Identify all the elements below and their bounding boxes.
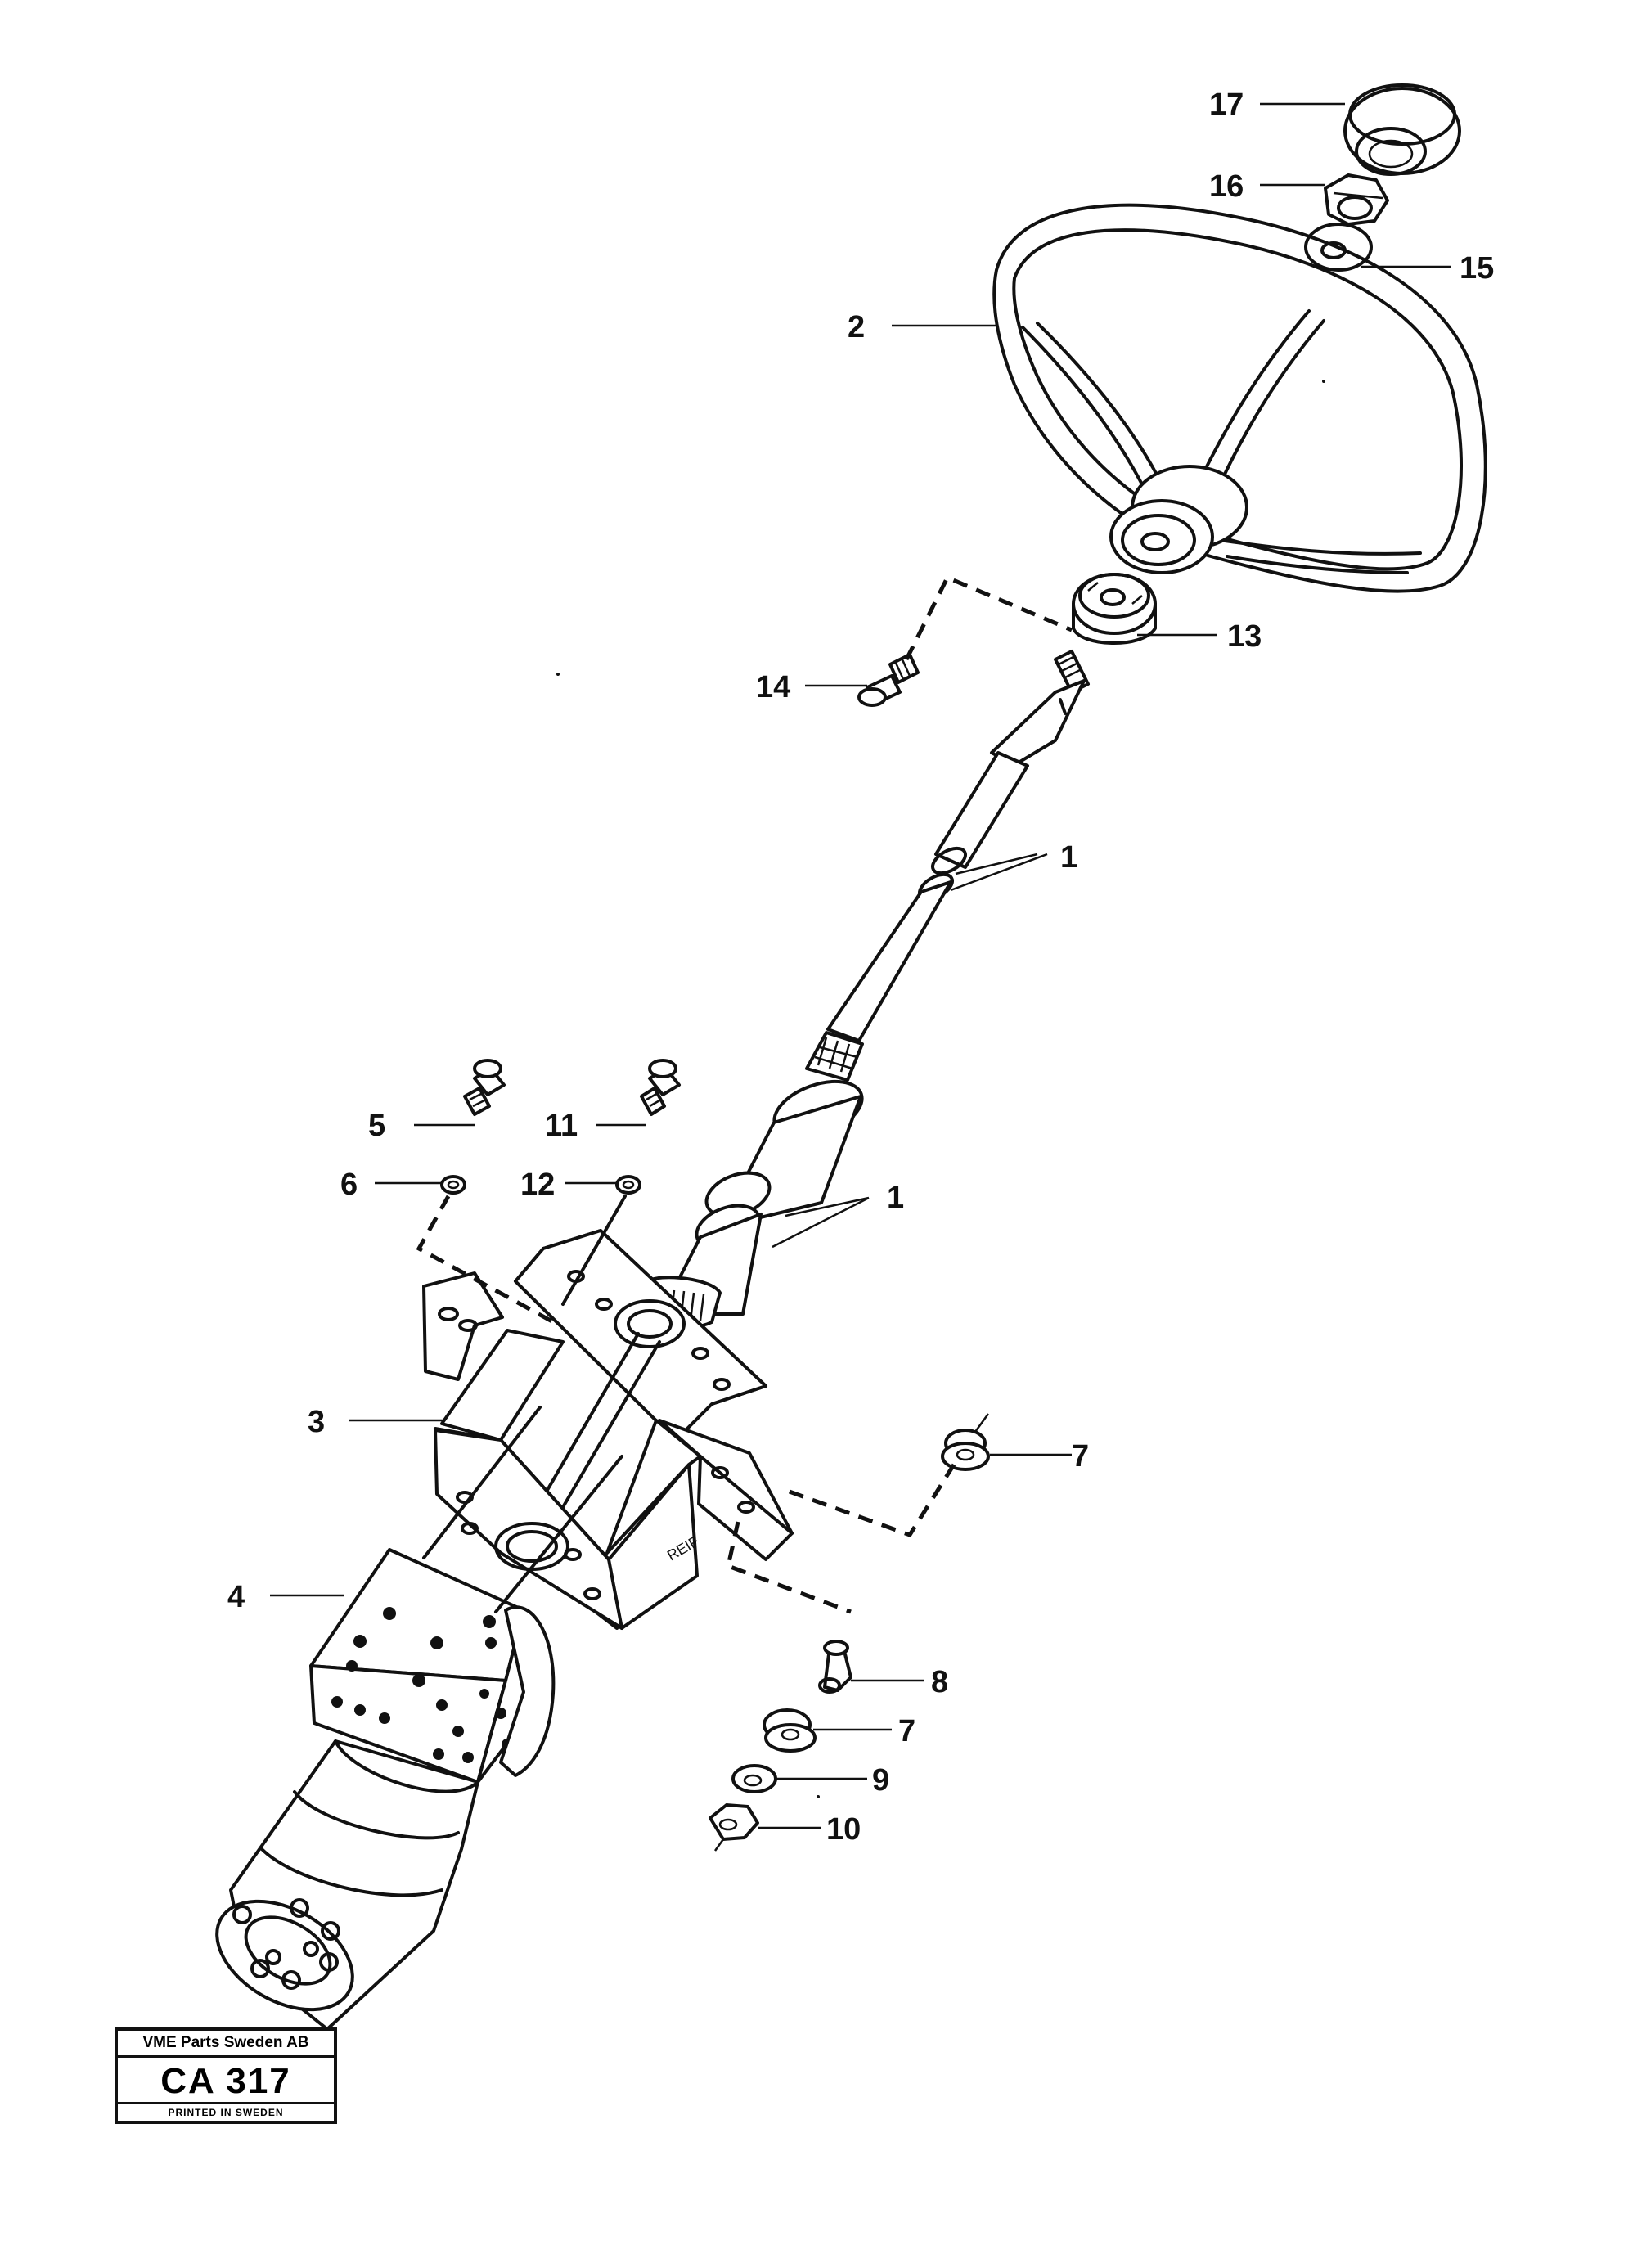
guide-line-12 [561,1195,627,1306]
part-10-nut [709,1803,759,1852]
callout-15: 15 [1460,251,1494,286]
callout-11: 11 [545,1109,578,1143]
speck-2 [817,1795,820,1798]
callout-labels: 17 16 15 2 13 14 1 5 11 6 12 1 3 7 4 8 7… [227,88,1494,1847]
dashed-line-6-to-3 [416,1195,561,1328]
callout-2: 2 [848,310,865,344]
valve-guide-lines [422,1406,623,1613]
speck-3 [1322,380,1325,383]
callout-12: 12 [520,1168,555,1202]
callout-10: 10 [826,1812,861,1847]
callout-4: 4 [227,1580,245,1614]
part-1-steering-shaft-upper [805,650,1090,1082]
callout-1b: 1 [887,1181,904,1215]
part-17-horn-cap [1343,83,1461,176]
part-7-bushing-upper [941,1413,990,1471]
leader-lines [270,102,1451,1829]
part-9-washer [731,1764,777,1793]
callout-8: 8 [931,1665,948,1699]
callout-6: 6 [340,1168,358,1202]
callout-16: 16 [1209,169,1244,204]
part-12-washer [615,1175,641,1195]
callout-5: 5 [368,1109,385,1143]
dashed-line-3-to-8 [726,1521,852,1614]
callout-1a: 1 [1060,840,1077,875]
dashed-line-14-to-13 [904,574,1073,661]
part-6-washer [440,1175,466,1195]
callout-13: 13 [1227,619,1262,654]
part-16-nut [1324,173,1389,226]
part-13-hub-adapter [1072,573,1157,645]
callout-3: 3 [308,1405,325,1439]
speck-1 [556,673,560,676]
stamp-code: CA 317 [160,2061,291,2101]
dashed-line-7-to-3 [786,1463,956,1538]
part-11-screw [640,1059,681,1116]
stamp-company: VME Parts Sweden AB [118,2031,334,2058]
part-8-spacer [818,1640,852,1694]
part-7-bushing-lower [763,1708,817,1753]
callout-17: 17 [1209,88,1244,122]
part-2-steering-wheel [992,203,1487,593]
part-14-screw [857,653,920,707]
leader-1a [950,853,1048,892]
upper-mounting-plate [514,1229,767,1442]
part-5-screw [463,1059,506,1116]
callout-14: 14 [756,670,790,704]
part-1-column-tube [637,1079,864,1330]
stamp-printed: PRINTED IN SWEDEN [118,2102,334,2121]
part-4-steering-valve [215,1548,556,2031]
publisher-stamp: VME Parts Sweden AB CA 317 PRINTED IN SW… [115,2027,337,2124]
callout-7b: 7 [898,1714,915,1748]
leader-1b [772,1196,870,1249]
callout-7a: 7 [1072,1439,1089,1474]
callout-9: 9 [872,1763,889,1798]
part-3-bracket: REIF [422,1271,794,1630]
